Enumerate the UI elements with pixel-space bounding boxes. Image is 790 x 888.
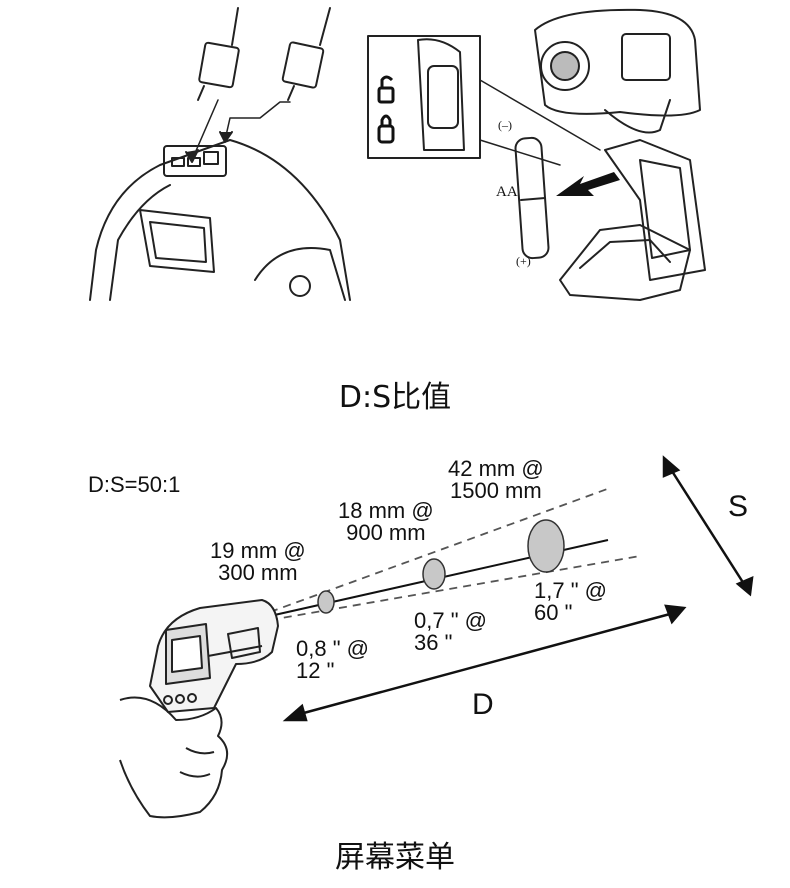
spot-label-near-imperial: 0,8 " @ 12 " <box>296 636 369 683</box>
lock-icon <box>377 114 395 144</box>
spot-label-far-imperial: 1,7 " @ 60 " <box>534 578 607 625</box>
spot-axis-arrow <box>662 455 754 597</box>
ds-ratio-value: D:S=50:1 <box>88 472 181 497</box>
aa-battery <box>514 136 550 260</box>
battery-type-label: AA <box>496 184 518 200</box>
insert-arrow-icon <box>556 172 620 196</box>
spot-label-far-metric: 42 mm @ 1500 mm <box>448 456 544 503</box>
ds-ratio-caption: D:S比值 <box>338 380 452 415</box>
spot-label-near-metric: 19 mm @ 300 mm <box>210 538 306 585</box>
spot-mid <box>422 558 446 590</box>
distance-axis-arrow <box>282 604 687 722</box>
spot-far <box>527 519 565 573</box>
spot-label-mid-metric: 18 mm @ 900 mm <box>338 498 434 545</box>
battery-minus-label: (–) <box>498 118 512 132</box>
distance-axis-label: D <box>472 688 494 721</box>
unlock-icon <box>377 75 395 104</box>
spot-axis-label: S <box>728 490 749 523</box>
usb-cable-left <box>197 7 240 101</box>
screen-menu-caption: 屏幕菜单 <box>335 840 455 875</box>
device-open-battery-view <box>534 8 706 301</box>
usb-cable-right <box>281 7 331 101</box>
device-top-view <box>89 139 351 301</box>
thermometer-with-hand <box>119 599 279 819</box>
spot-label-mid-imperial: 0,7 " @ 36 " <box>414 608 487 655</box>
spot-near <box>317 590 335 614</box>
lock-inset <box>367 35 601 166</box>
battery-plus-label: (+) <box>516 254 531 268</box>
